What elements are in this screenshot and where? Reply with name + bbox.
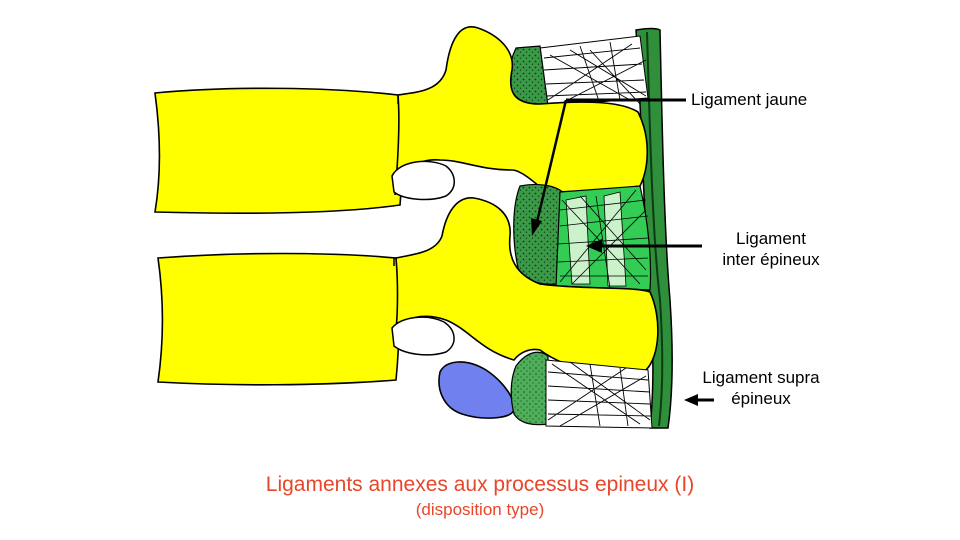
label-ligament-supra-epineux: Ligament supra épineux: [686, 367, 836, 409]
label-ligament-inter-line2: inter épineux: [722, 250, 820, 269]
label-ligament-inter-line1: Ligament: [736, 229, 806, 248]
middle-interspinous-zone: [513, 183, 652, 291]
label-ligament-inter-epineux: Ligament inter épineux: [706, 228, 836, 270]
caption-subtitle: (disposition type): [415, 500, 545, 519]
label-ligament-supra-line1: Ligament supra: [702, 368, 820, 387]
pointer-ligament-jaune: [531, 98, 686, 236]
upper-interspinous-fibers: [508, 35, 649, 109]
caption-title: Ligaments annexes aux processus epineux …: [265, 473, 695, 496]
upper-foramen: [391, 160, 455, 201]
articular-facet: [438, 361, 515, 419]
lower-vertebral-body: [157, 252, 400, 386]
label-ligament-supra-line2: épineux: [731, 389, 791, 408]
upper-vertebral-body: [154, 87, 403, 215]
pointer-ligament-inter-epineux: [586, 239, 702, 253]
pointer-ligament-supra-epineux: [684, 394, 714, 406]
lower-vertebral-arch: [395, 197, 659, 374]
lower-interspinous-zone: [510, 351, 653, 429]
lower-foramen: [391, 316, 455, 356]
label-ligament-jaune: Ligament jaune: [691, 90, 808, 109]
